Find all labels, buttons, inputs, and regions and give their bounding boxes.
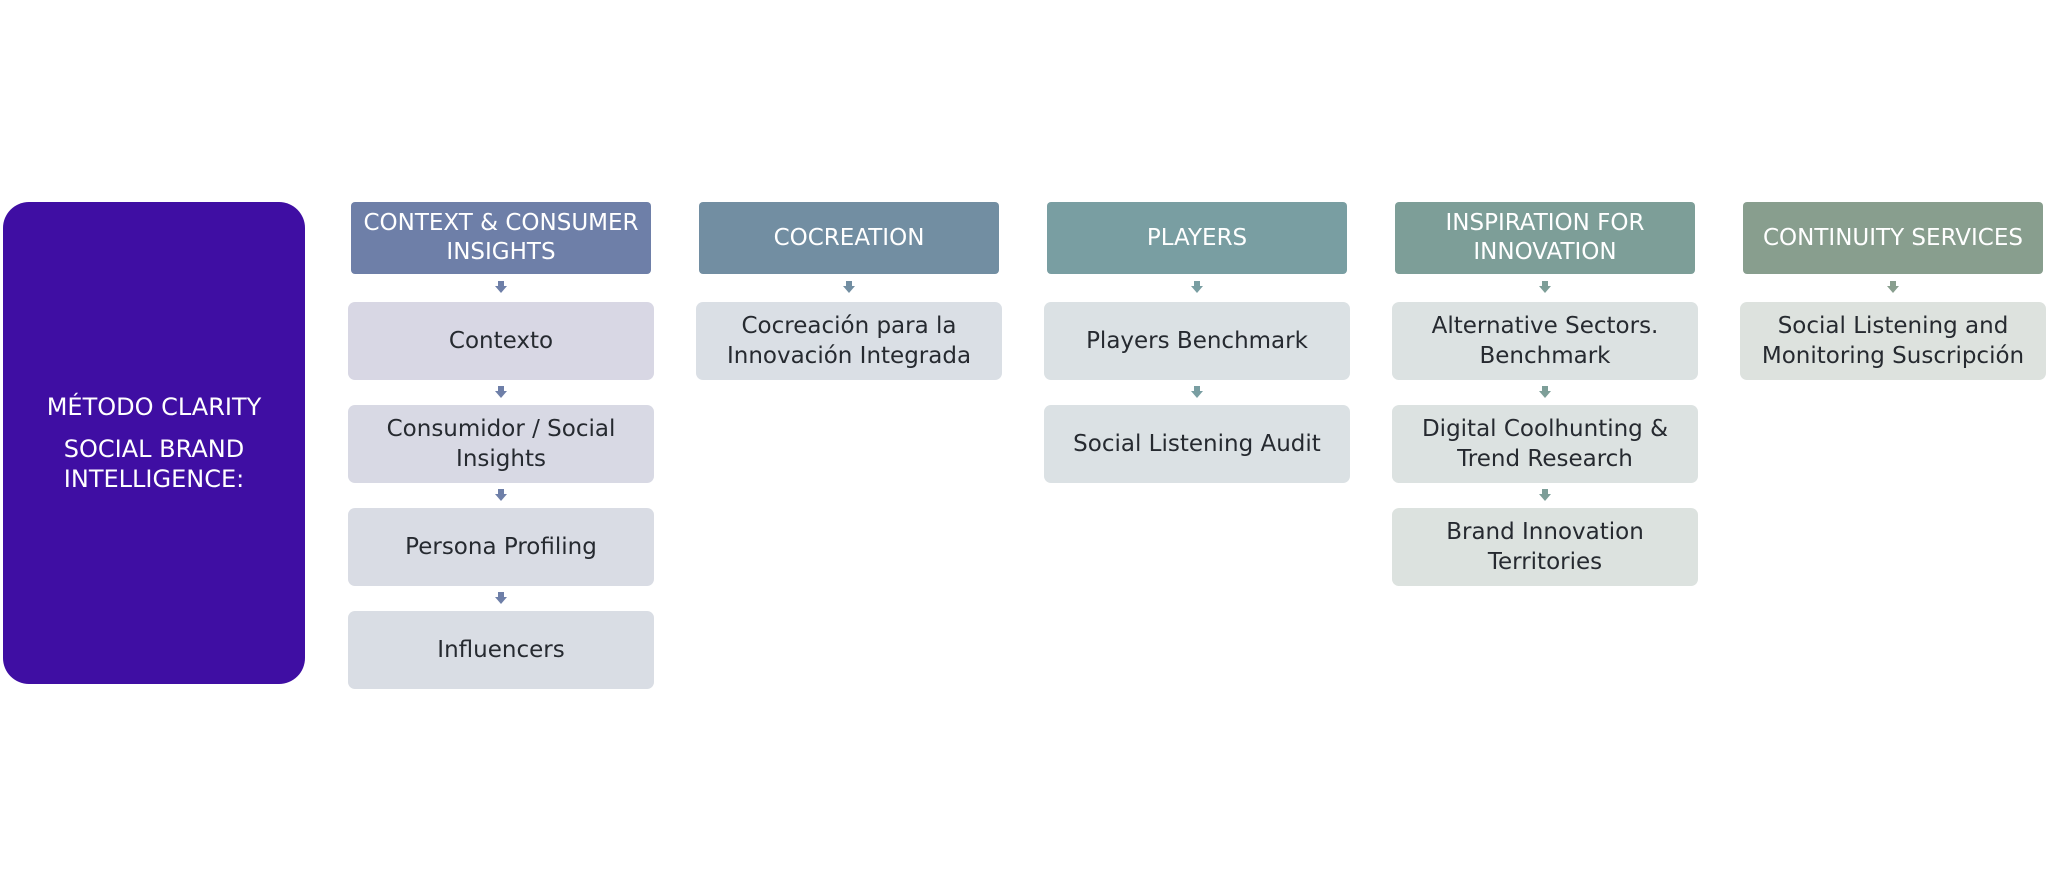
down-arrow-icon (495, 281, 507, 293)
down-arrow-icon (495, 489, 507, 501)
method-subtitle: SOCIAL BRAND INTELLIGENCE: (63, 435, 245, 493)
down-arrow-icon (1539, 489, 1551, 501)
down-arrow-icon (1539, 281, 1551, 293)
step-card: Brand Innovation Territories (1392, 508, 1698, 586)
step-card: Players Benchmark (1044, 302, 1350, 380)
column-header: INSPIRATION FOR INNOVATION (1395, 202, 1695, 274)
step-card: Social Listening and Monitoring Suscripc… (1740, 302, 2046, 380)
column-header: PLAYERS (1047, 202, 1347, 274)
down-arrow-icon (843, 281, 855, 293)
column-header: COCREATION (699, 202, 999, 274)
step-card: Contexto (348, 302, 654, 380)
down-arrow-icon (495, 592, 507, 604)
down-arrow-icon (1887, 281, 1899, 293)
step-card: Social Listening Audit (1044, 405, 1350, 483)
down-arrow-icon (1539, 386, 1551, 398)
step-card: Digital Coolhunting & Trend Research (1392, 405, 1698, 483)
step-card: Cocreación para la Innovación Integrada (696, 302, 1002, 380)
method-title: MÉTODO CLARITY (46, 393, 262, 421)
column-header: CONTEXT & CONSUMER INSIGHTS (351, 202, 651, 274)
down-arrow-icon (495, 386, 507, 398)
step-card: Consumidor / Social Insights (348, 405, 654, 483)
down-arrow-icon (1191, 281, 1203, 293)
method-title-box: MÉTODO CLARITY SOCIAL BRAND INTELLIGENCE… (3, 202, 305, 684)
down-arrow-icon (1191, 386, 1203, 398)
step-card: Alternative Sectors. Benchmark (1392, 302, 1698, 380)
column-header: CONTINUITY SERVICES (1743, 202, 2043, 274)
step-card: Influencers (348, 611, 654, 689)
step-card: Persona Profiling (348, 508, 654, 586)
